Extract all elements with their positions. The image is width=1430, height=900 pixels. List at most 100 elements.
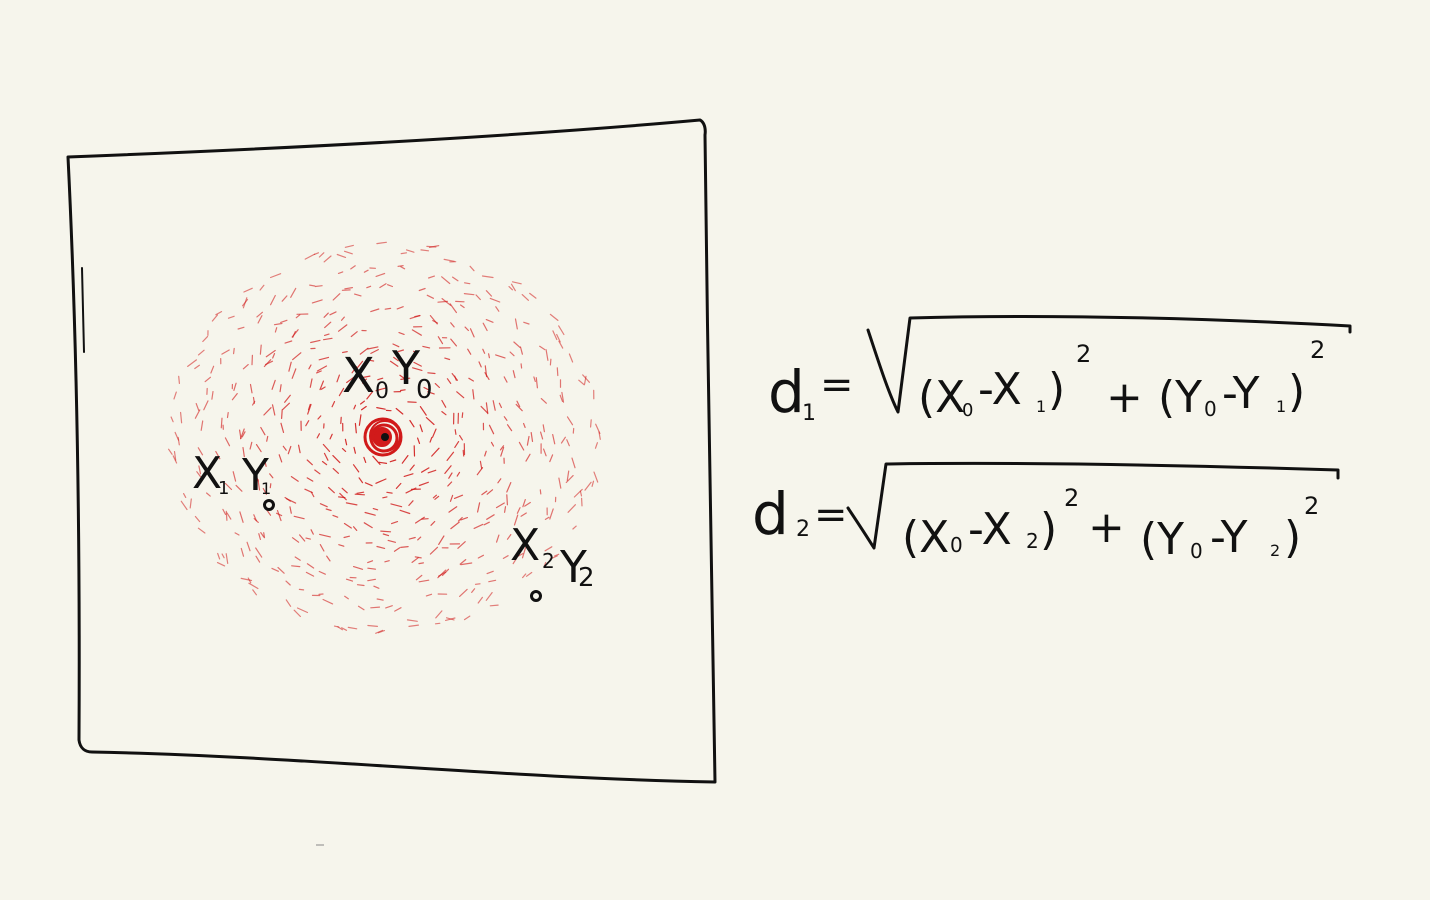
field-dash bbox=[484, 450, 487, 457]
svg-text:2: 2 bbox=[1076, 340, 1091, 368]
field-dash bbox=[217, 552, 221, 560]
svg-text:2: 2 bbox=[1064, 484, 1079, 512]
field-dash bbox=[471, 588, 476, 594]
field-dash bbox=[495, 354, 506, 359]
field-dash bbox=[420, 249, 430, 252]
svg-text:-X: -X bbox=[968, 504, 1012, 555]
field-dash bbox=[309, 378, 313, 388]
field-dash bbox=[353, 404, 357, 410]
field-dash bbox=[448, 472, 453, 479]
field-dash bbox=[174, 431, 180, 441]
field-dash bbox=[405, 487, 417, 494]
field-dash bbox=[385, 605, 393, 609]
field-dash bbox=[418, 579, 430, 583]
field-dash bbox=[539, 489, 542, 495]
field-dash bbox=[306, 477, 314, 482]
field-dash bbox=[460, 304, 465, 309]
field-dash bbox=[376, 407, 386, 410]
sketch-frame-tick bbox=[81, 267, 85, 353]
field-dash bbox=[409, 419, 415, 428]
field-dash bbox=[449, 494, 454, 502]
field-dash bbox=[375, 387, 387, 392]
field-dash bbox=[485, 402, 489, 415]
field-dash bbox=[239, 429, 242, 439]
field-dash bbox=[375, 629, 384, 634]
field-dash bbox=[263, 407, 272, 416]
field-dash bbox=[391, 520, 399, 525]
field-dash bbox=[529, 292, 537, 299]
svg-text:(Y: (Y bbox=[1158, 372, 1202, 423]
field-dash bbox=[477, 502, 481, 513]
field-dash bbox=[397, 265, 404, 267]
svg-text:1: 1 bbox=[261, 479, 271, 498]
field-dash bbox=[413, 361, 422, 367]
field-dash bbox=[249, 441, 253, 450]
field-dash bbox=[428, 275, 435, 279]
field-dash bbox=[291, 537, 300, 543]
svg-text:2: 2 bbox=[1304, 492, 1319, 520]
svg-text:0: 0 bbox=[1204, 397, 1217, 421]
field-dash bbox=[525, 571, 533, 577]
field-dash bbox=[578, 379, 585, 386]
field-dash bbox=[522, 422, 526, 428]
field-dash bbox=[323, 312, 329, 318]
field-dash bbox=[323, 337, 333, 341]
field-dash bbox=[426, 245, 437, 248]
field-dash bbox=[484, 372, 490, 380]
field-dash bbox=[425, 417, 435, 426]
field-dash bbox=[463, 293, 475, 296]
field-dash bbox=[422, 345, 431, 349]
field-dash bbox=[318, 570, 326, 575]
field-dash bbox=[364, 511, 376, 516]
field-dash bbox=[194, 364, 200, 370]
field-dash bbox=[472, 389, 475, 400]
field-dash bbox=[459, 434, 463, 441]
field-dash bbox=[360, 400, 365, 405]
field-dash bbox=[475, 294, 481, 301]
field-dash bbox=[382, 533, 390, 537]
svg-text:0: 0 bbox=[416, 375, 433, 405]
field-dash bbox=[411, 557, 419, 564]
field-dash bbox=[318, 356, 330, 361]
field-dash bbox=[401, 455, 409, 464]
field-dash bbox=[227, 315, 235, 319]
field-dash bbox=[367, 346, 379, 350]
field-dash bbox=[400, 377, 411, 380]
field-dash bbox=[473, 523, 484, 530]
field-dash bbox=[488, 424, 495, 435]
field-dash bbox=[500, 446, 505, 457]
field-dash bbox=[255, 444, 262, 453]
field-dash bbox=[444, 465, 452, 474]
field-dash bbox=[356, 491, 365, 494]
field-dash bbox=[513, 341, 521, 348]
field-dash bbox=[216, 561, 226, 567]
svg-text:0: 0 bbox=[950, 533, 963, 557]
svg-text:(Y: (Y bbox=[1140, 514, 1184, 565]
svg-text:2: 2 bbox=[1026, 529, 1039, 553]
field-dash bbox=[240, 547, 245, 557]
svg-text:X: X bbox=[342, 348, 375, 404]
field-dash bbox=[321, 460, 328, 466]
field-dash bbox=[282, 402, 290, 410]
field-dash bbox=[432, 494, 437, 499]
field-dash bbox=[265, 349, 276, 358]
field-dash bbox=[515, 403, 523, 412]
field-dash bbox=[377, 377, 384, 381]
field-dash bbox=[270, 273, 282, 279]
field-dash bbox=[441, 399, 447, 408]
field-dash bbox=[441, 276, 451, 285]
svg-text:d: d bbox=[768, 358, 805, 426]
field-dash bbox=[178, 375, 180, 384]
field-dash bbox=[533, 376, 536, 382]
field-dash bbox=[284, 394, 291, 403]
svg-text:(X: (X bbox=[918, 372, 965, 423]
field-dash bbox=[496, 534, 500, 543]
field-dash bbox=[398, 332, 405, 335]
field-dash bbox=[281, 295, 288, 302]
field-dash bbox=[558, 340, 564, 349]
field-dash bbox=[210, 365, 215, 374]
field-dash bbox=[255, 555, 261, 563]
field-dash bbox=[276, 510, 282, 522]
field-dash bbox=[306, 563, 315, 569]
field-dash bbox=[308, 364, 312, 370]
